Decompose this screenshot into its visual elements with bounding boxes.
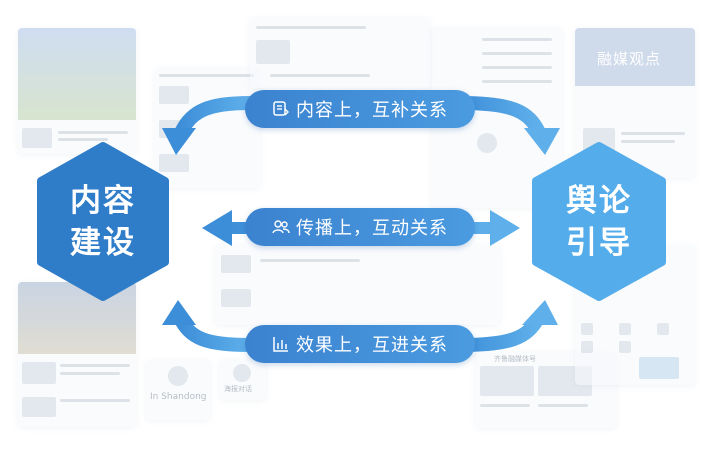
content-building-node: 内容 建设 xyxy=(41,146,165,297)
right-node-line2: 引导 xyxy=(566,224,632,261)
left-hexagon-shape xyxy=(37,142,169,301)
public-opinion-node: 舆论 引导 xyxy=(536,146,662,297)
left-node-line2: 建设 xyxy=(70,224,136,261)
poster-label: 海报对话 xyxy=(224,385,252,393)
bg-poster-card: 海报对话 xyxy=(220,360,266,400)
bg-center-list xyxy=(215,245,500,325)
top-right-arrowhead xyxy=(524,128,560,155)
document-icon xyxy=(272,100,290,118)
relation-communication-label: 传播上，互动关系 xyxy=(296,218,448,239)
middle-right-arrowhead xyxy=(490,210,520,246)
relation-effect-label: 效果上，互进关系 xyxy=(296,335,448,356)
middle-left-arrowhead xyxy=(202,210,232,246)
relation-content-label: 内容上，互补关系 xyxy=(296,100,448,121)
bar-chart-icon xyxy=(272,335,290,353)
right-hexagon-shape xyxy=(532,142,666,301)
banner-title: 融媒观点 xyxy=(597,50,662,68)
section-label: 齐鲁融媒体号 xyxy=(494,355,536,363)
bg-in-shandong-card: In Shandong xyxy=(146,360,210,420)
relation-communication: 传播上，互动关系 xyxy=(245,208,475,246)
users-icon xyxy=(272,218,290,236)
bottom-left-arrowhead xyxy=(162,300,196,325)
bg-news-card-top-left xyxy=(18,28,136,154)
relation-effect: 效果上，互进关系 xyxy=(245,325,475,363)
right-node-line1: 舆论 xyxy=(566,182,632,219)
in-shandong-label: In Shandong xyxy=(150,392,207,402)
bg-article-top-center xyxy=(250,18,430,88)
relation-content: 内容上，互补关系 xyxy=(245,90,475,128)
top-left-arrowhead xyxy=(162,128,196,155)
bottom-right-arrowhead xyxy=(522,300,558,325)
left-node-line1: 内容 xyxy=(70,182,136,219)
